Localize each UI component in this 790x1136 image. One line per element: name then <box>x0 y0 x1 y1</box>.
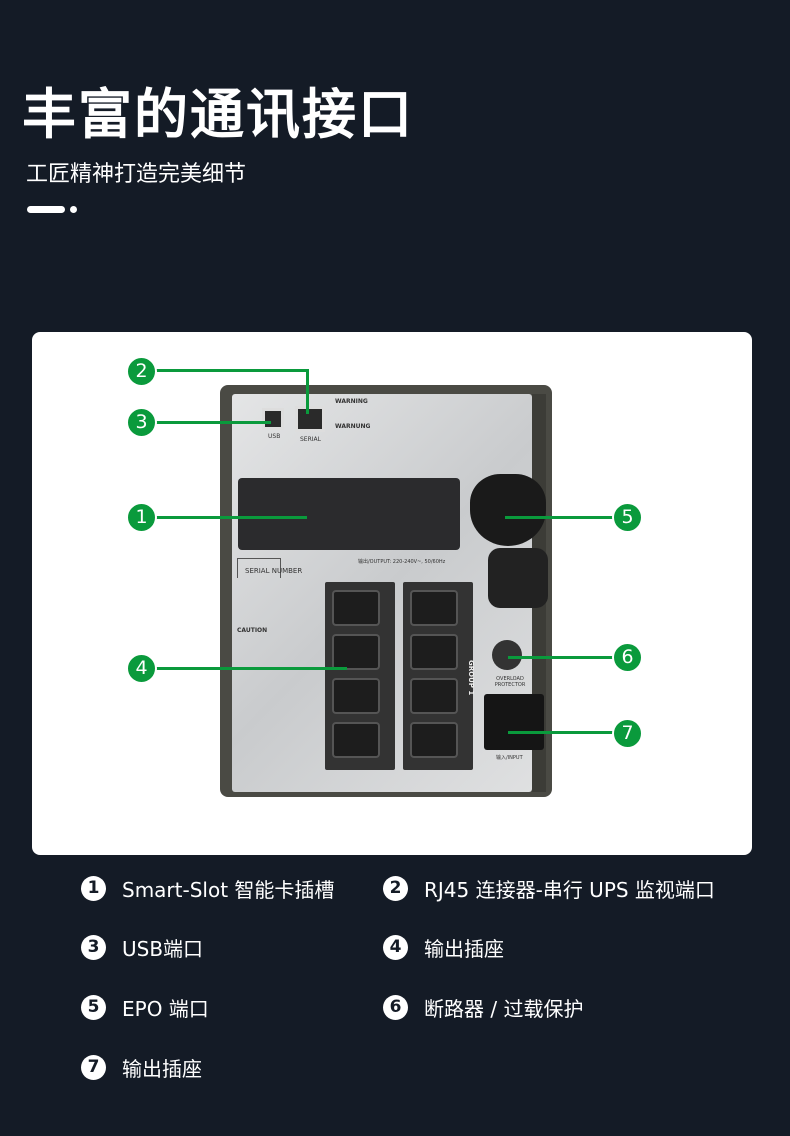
legend-number: 1 <box>81 876 106 901</box>
input-label: 输入/INPUT <box>496 755 523 761</box>
outlet-group-a <box>325 582 395 770</box>
legend-number: 4 <box>383 935 408 960</box>
warning-label: WARNING <box>335 398 368 405</box>
caution-label: CAUTION <box>237 627 268 634</box>
legend-label: RJ45 连接器-串行 UPS 监视端口 <box>424 878 715 902</box>
legend-item: 3 USB端口 <box>81 933 203 962</box>
smart-slot <box>238 478 460 550</box>
warnung-label: WARNUNG <box>335 423 371 430</box>
callout-6: 6 <box>612 642 643 673</box>
callout-7: 7 <box>612 718 643 749</box>
legend-label: 断路器 / 过载保护 <box>424 997 584 1021</box>
legend-item: 2 RJ45 连接器-串行 UPS 监视端口 <box>383 874 715 903</box>
legend-item: 5 EPO 端口 <box>81 993 209 1022</box>
legend-item: 6 断路器 / 过载保护 <box>383 993 583 1022</box>
serial-port <box>295 406 325 432</box>
page-subtitle: 工匠精神打造完美细节 <box>26 162 247 187</box>
callout-1: 1 <box>126 502 157 533</box>
legend-label: USB端口 <box>122 937 204 961</box>
legend-number: 5 <box>81 995 106 1020</box>
serial-label: SERIAL <box>300 436 321 443</box>
legend-label: 输出插座 <box>424 937 504 961</box>
output-spec: 输出/OUTPUT: 220-240V~, 50/60Hz <box>358 559 446 565</box>
legend-item: 1 Smart-Slot 智能卡插槽 <box>81 874 334 903</box>
serial-number-label: SERIAL NUMBER <box>245 567 303 575</box>
callout-2: 2 <box>126 356 157 387</box>
usb-port <box>262 408 284 430</box>
overload-label: OVERLOAD PROTECTOR <box>494 676 526 688</box>
legend-label: EPO 端口 <box>122 997 209 1021</box>
legend-label: 输出插座 <box>122 1057 202 1081</box>
legend-number: 2 <box>383 876 408 901</box>
circuit-breaker <box>492 640 522 670</box>
legend-number: 7 <box>81 1055 106 1080</box>
legend-item: 4 输出插座 <box>383 933 504 962</box>
usb-label: USB <box>268 433 281 440</box>
outlet-group-b <box>403 582 473 770</box>
callout-3: 3 <box>126 407 157 438</box>
power-inlet <box>484 694 544 750</box>
callout-5: 5 <box>612 502 643 533</box>
callout-4: 4 <box>126 653 157 684</box>
outlet-group-label: GROUP 1 <box>467 660 475 696</box>
epo-port <box>470 474 546 546</box>
page-title: 丰富的通讯接口 <box>22 83 414 146</box>
legend-number: 3 <box>81 935 106 960</box>
legend-label: Smart-Slot 智能卡插槽 <box>122 878 335 902</box>
legend-item: 7 输出插座 <box>81 1053 202 1082</box>
legend-number: 6 <box>383 995 408 1020</box>
